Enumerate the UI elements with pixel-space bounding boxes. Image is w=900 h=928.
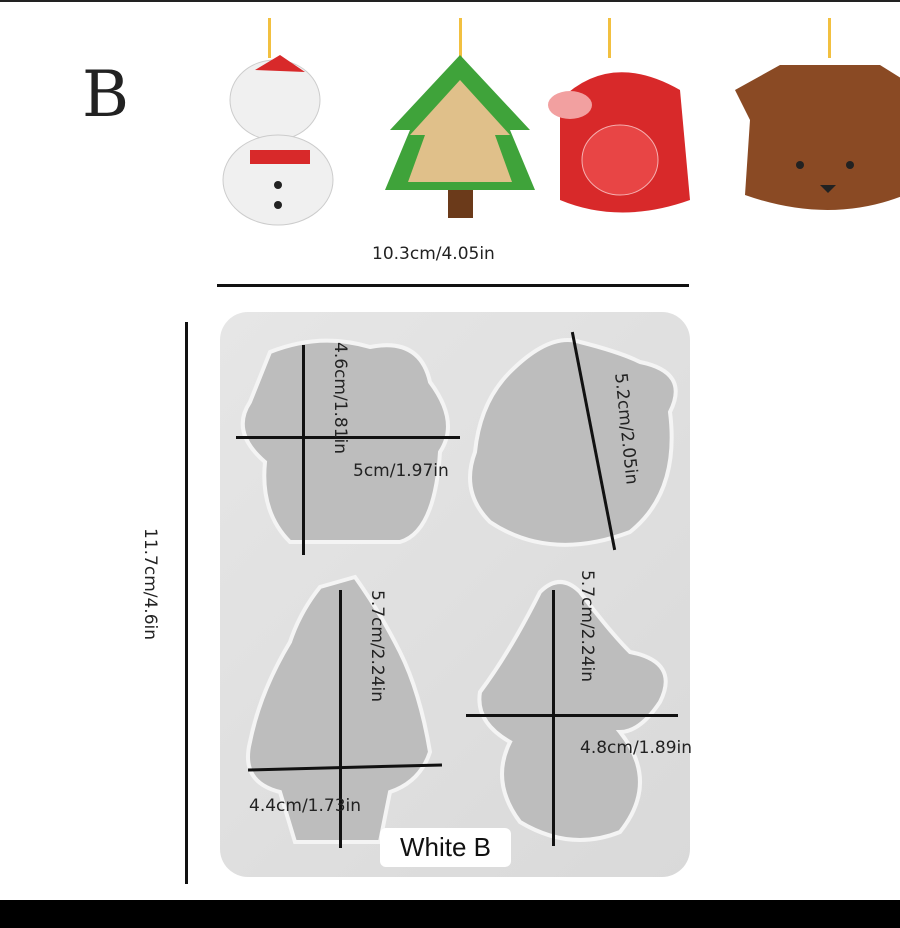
height-dimension: 11.7cm/4.6in bbox=[140, 528, 160, 641]
reindeer-cavity bbox=[240, 338, 450, 544]
snowman-candle-image bbox=[222, 18, 334, 226]
tree-width-label: 4.4cm/1.73in bbox=[249, 796, 362, 816]
tree-candle-image bbox=[385, 18, 535, 218]
variant-letter: B bbox=[82, 58, 130, 132]
reindeer-width-label: 5cm/1.97in bbox=[353, 461, 449, 481]
reindeer-height-line bbox=[302, 345, 305, 555]
width-line bbox=[217, 284, 689, 287]
color-label: White B bbox=[380, 828, 512, 867]
snowman-width-label: 4.8cm/1.89in bbox=[580, 738, 693, 758]
reindeer-height-label: 4.6cm/1.81in bbox=[330, 342, 350, 455]
tree-height-line bbox=[339, 590, 342, 848]
candle-row bbox=[222, 18, 900, 226]
snowman-height-line bbox=[552, 590, 555, 846]
top-border bbox=[0, 0, 900, 2]
reindeer-width-line bbox=[236, 436, 460, 439]
tree-height-label: 5.7cm/2.24in bbox=[367, 590, 387, 703]
width-dimension: 10.3cm/4.05in bbox=[372, 244, 495, 264]
snowman-width-line bbox=[466, 714, 678, 717]
snowman-cavity bbox=[477, 580, 668, 842]
snowman-height-label: 5.7cm/2.24in bbox=[577, 570, 597, 683]
height-line bbox=[185, 322, 188, 884]
santa-candle-image bbox=[548, 18, 690, 213]
santa-cavity bbox=[468, 338, 678, 547]
bottom-bar bbox=[0, 900, 900, 928]
reindeer-candle-image bbox=[735, 18, 900, 210]
